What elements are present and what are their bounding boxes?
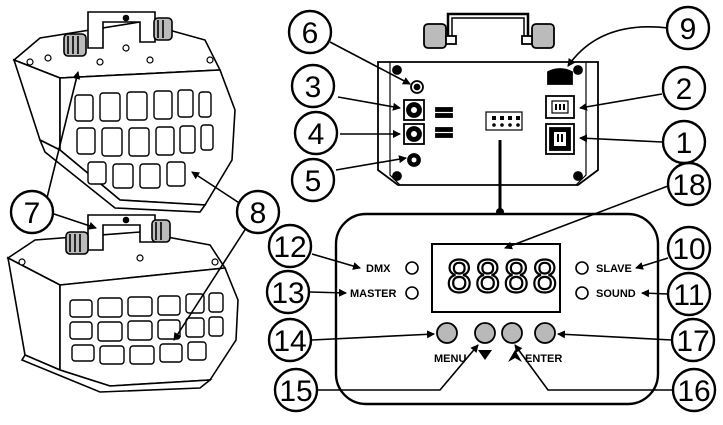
svg-text:1: 1 [676, 127, 693, 160]
up-arrow-icon [508, 350, 522, 362]
svg-text:10: 10 [672, 233, 705, 266]
master-led [405, 286, 419, 300]
knob-left [423, 23, 447, 49]
dmx-label: DMX [366, 263, 391, 275]
callout-5: 5 [290, 157, 336, 203]
power-output-socket [545, 95, 575, 119]
svg-text:18: 18 [672, 169, 705, 202]
dmx-input-xlr [403, 99, 425, 121]
svg-text:14: 14 [273, 325, 306, 358]
callout-11: 11 [666, 271, 712, 317]
enter-label: ENTER [525, 353, 562, 365]
slave-led [575, 261, 589, 275]
svg-text:16: 16 [677, 375, 710, 408]
svg-text:12: 12 [273, 231, 306, 264]
callout-14: 14 [267, 317, 313, 363]
callout-1: 1 [661, 119, 707, 165]
master-label: MASTER [350, 288, 397, 300]
down-button[interactable] [474, 322, 496, 344]
callout-2: 2 [661, 65, 707, 111]
sound-label: SOUND [596, 288, 636, 300]
callout-15: 15 [273, 367, 319, 413]
screws-top [26, 44, 214, 66]
lens-grid-bottom [69, 292, 224, 365]
svg-text:7: 7 [24, 197, 41, 230]
callout-3: 3 [290, 63, 336, 109]
callout-8: 8 [235, 189, 281, 235]
callout-10: 10 [666, 225, 712, 271]
svg-text:17: 17 [676, 325, 709, 358]
menu-button[interactable] [436, 322, 458, 344]
callout-4: 4 [293, 110, 339, 156]
dmx-led [405, 261, 419, 275]
svg-text:3: 3 [305, 71, 322, 104]
callouts: 6 3 4 5 9 2 1 18 12 13 10 11 14 17 15 16… [9, 5, 717, 413]
callout-18: 18 [666, 161, 712, 207]
down-arrow-icon [478, 350, 492, 360]
dmx-output-xlr [403, 123, 425, 145]
svg-text:4: 4 [308, 118, 325, 151]
slave-label: SLAVE [596, 263, 632, 275]
svg-text:13: 13 [271, 277, 304, 310]
callout-7: 7 [9, 189, 55, 235]
led-display [431, 243, 561, 313]
enter-button[interactable] [534, 322, 556, 344]
mounting-bracket-top [63, 11, 173, 57]
callout-13: 13 [265, 269, 311, 315]
callout-6: 6 [287, 9, 333, 55]
menu-label: MENU [434, 353, 466, 365]
leader-lines [43, 26, 673, 391]
lens-grid-top [74, 89, 214, 189]
callout-16: 16 [671, 367, 717, 413]
svg-text:9: 9 [680, 13, 697, 46]
svg-text:6: 6 [302, 17, 319, 50]
power-input-socket [545, 123, 575, 155]
display-digits: 8888 [446, 252, 560, 303]
sound-led [575, 286, 589, 300]
up-button[interactable] [501, 322, 523, 344]
callout-17: 17 [670, 317, 716, 363]
svg-text:11: 11 [673, 279, 704, 312]
control-panel: 8888 DMX MASTER SLAVE SOUND MENU ENTER [334, 212, 660, 406]
rear-panel [377, 12, 599, 186]
svg-text:15: 15 [279, 375, 312, 408]
svg-text:5: 5 [305, 165, 322, 198]
safety-eyelet [547, 68, 573, 85]
svg-text:8: 8 [250, 197, 267, 230]
svg-text:2: 2 [676, 73, 693, 106]
knob-right [531, 23, 555, 49]
callout-9: 9 [665, 5, 711, 51]
device-bottom-illustration [6, 214, 239, 393]
rear-display-module [485, 111, 523, 131]
callout-12: 12 [267, 223, 313, 269]
screws-bottom [18, 254, 219, 266]
device-top-illustration [12, 11, 236, 213]
mounting-bracket-bottom [65, 214, 171, 255]
